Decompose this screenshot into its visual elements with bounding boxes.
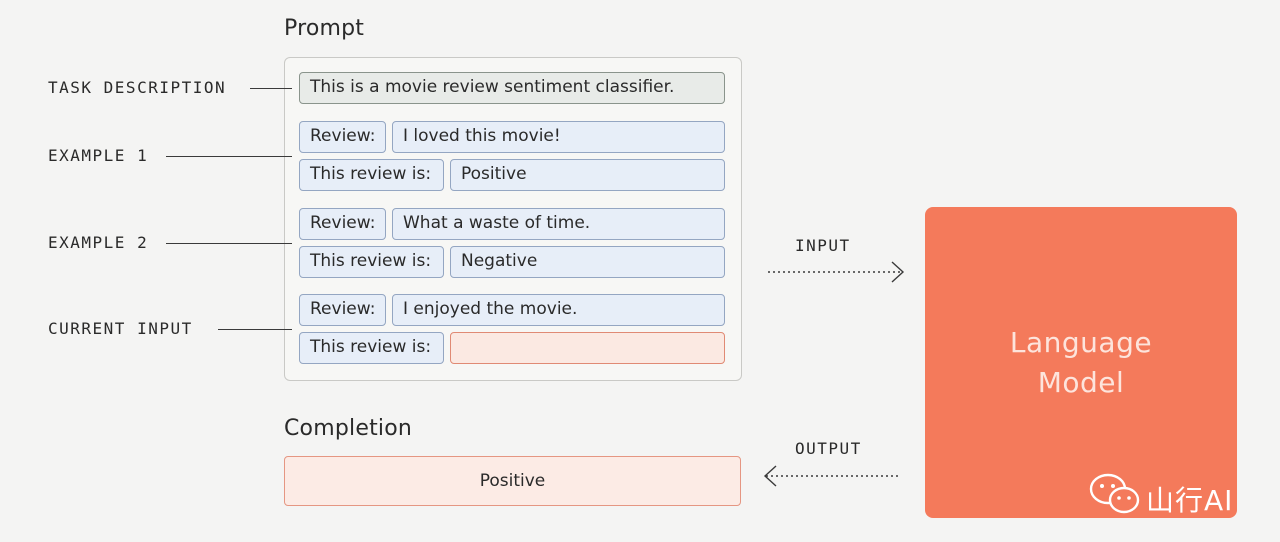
example-2-review-key: Review: [299, 208, 386, 240]
completion-value: Positive [479, 471, 546, 491]
example-1-leader-line [166, 156, 292, 157]
language-model-block: Language Model [925, 207, 1237, 518]
example-2-leader-line [166, 243, 292, 244]
input-arrow-icon [768, 261, 905, 283]
output-arrow-icon [763, 465, 900, 487]
task-description-field: This is a movie review sentiment classif… [299, 72, 725, 104]
example-2-verdict-key: This review is: [299, 246, 444, 278]
output-flow-label: OUTPUT [795, 439, 862, 458]
example-1-review-value: I loved this movie! [392, 121, 725, 153]
completion-title: Completion [284, 416, 413, 441]
current-input-label: CURRENT INPUT [48, 319, 193, 338]
current-verdict-blank [450, 332, 725, 364]
completion-box: Positive [284, 456, 741, 506]
current-review-value: I enjoyed the movie. [392, 294, 725, 326]
example-2-verdict-value: Negative [450, 246, 725, 278]
input-flow-label: INPUT [795, 236, 851, 255]
example-1-label: EXAMPLE 1 [48, 146, 149, 165]
language-model-label: Language Model [1009, 325, 1153, 399]
example-1-verdict-value: Positive [450, 159, 725, 191]
task-description-label: TASK DESCRIPTION [48, 78, 227, 97]
task-leader-line [250, 88, 292, 89]
current-input-leader-line [218, 329, 292, 330]
prompt-title: Prompt [284, 16, 365, 41]
example-2-label: EXAMPLE 2 [48, 233, 149, 252]
example-1-verdict-key: This review is: [299, 159, 444, 191]
example-1-review-key: Review: [299, 121, 386, 153]
watermark-text: 山行AI [1146, 484, 1234, 517]
example-2-review-value: What a waste of time. [392, 208, 725, 240]
current-verdict-key: This review is: [299, 332, 444, 364]
wechat-logo-icon [1089, 473, 1140, 514]
current-review-key: Review: [299, 294, 386, 326]
